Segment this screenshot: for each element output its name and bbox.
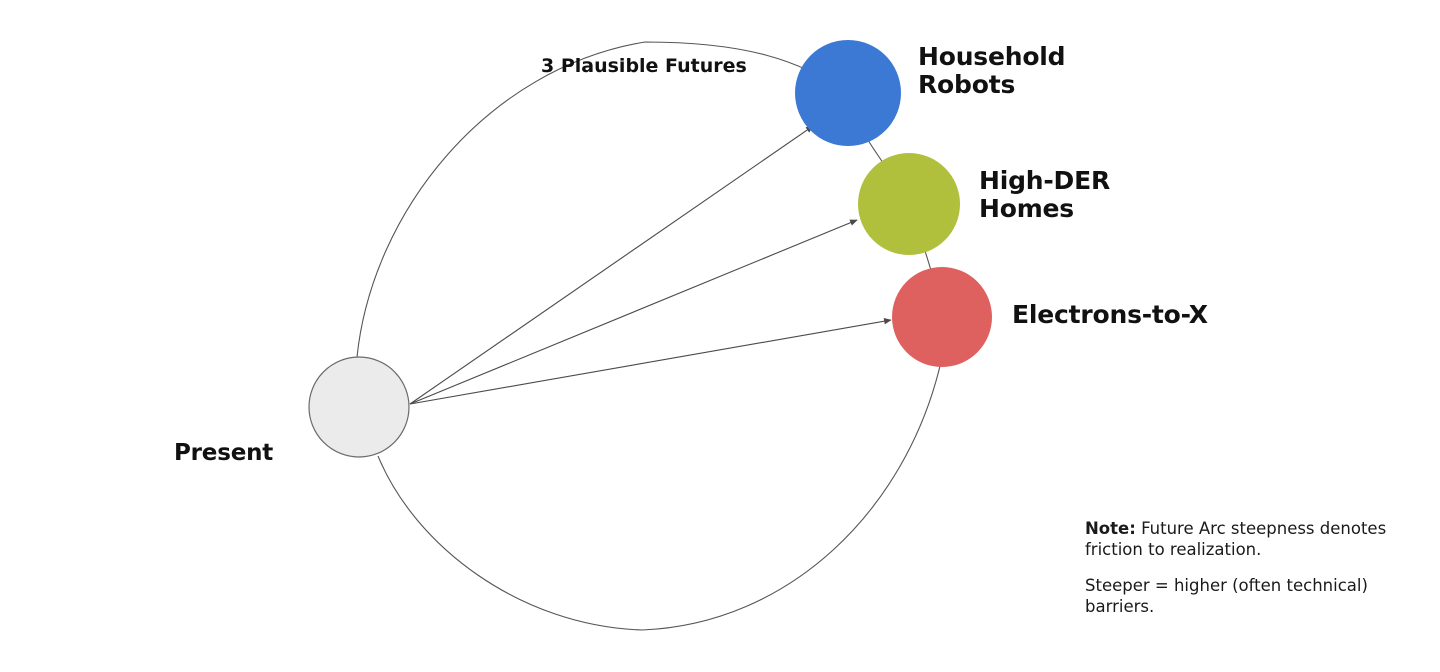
trajectory-to-household-robots bbox=[409, 125, 814, 405]
node-label-high-der-homes: High-DER Homes bbox=[979, 166, 1111, 223]
node-label-household-robots: Household Robots bbox=[918, 42, 1066, 99]
future-arc-lower bbox=[377, 365, 941, 631]
note-block: Note: Future Arc steepness denotes frict… bbox=[1085, 518, 1405, 617]
node-high-der-homes[interactable] bbox=[858, 153, 960, 255]
arc-caption-label: 3 Plausible Futures bbox=[541, 55, 747, 77]
node-electrons-to-x[interactable] bbox=[892, 267, 992, 367]
note-line-1-text: Future Arc steepness denotes friction to… bbox=[1085, 519, 1387, 560]
trajectory-to-high-der-homes bbox=[409, 219, 858, 405]
node-label-electrons-to-x: Electrons-to-X bbox=[1012, 300, 1208, 329]
future-arc-upper bbox=[356, 41, 849, 358]
note-line-2: Steeper = higher (often technical) barri… bbox=[1085, 576, 1368, 617]
node-household-robots[interactable] bbox=[795, 40, 901, 146]
node-present[interactable] bbox=[308, 356, 410, 458]
note-line-1: Note: Future Arc steepness denotes frict… bbox=[1085, 518, 1405, 560]
node-label-present: Present bbox=[174, 440, 274, 466]
trajectory-to-electrons-to-x bbox=[409, 318, 892, 405]
trajectory-group bbox=[409, 125, 892, 405]
note-lead-label: Note: bbox=[1085, 519, 1136, 538]
